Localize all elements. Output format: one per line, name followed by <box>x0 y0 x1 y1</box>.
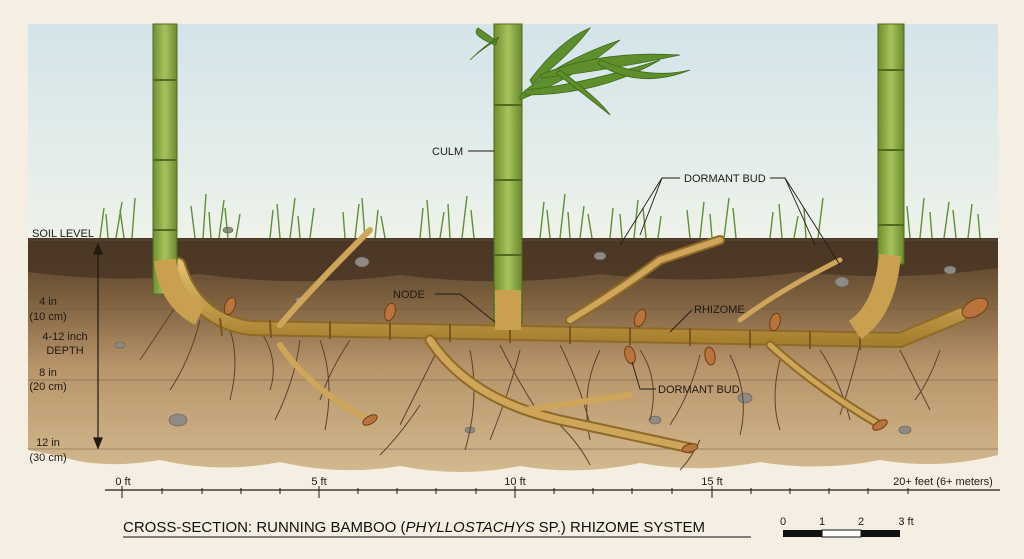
culm-label: CULM <box>432 146 463 158</box>
distance-tick-5: 5 ft <box>311 476 326 488</box>
depth-markers: 4 in (10 cm) 8 in (20 cm) 12 in (30 cm) … <box>29 296 87 464</box>
depth-range-line2: DEPTH <box>46 345 83 357</box>
scale-bar-tick-0: 0 <box>780 516 786 528</box>
distance-tick-20plus: 20+ feet (6+ meters) <box>893 476 993 488</box>
diagram-title: CROSS-SECTION: RUNNING BAMBOO (PHYLLOSTA… <box>123 519 705 536</box>
dormant-bud-label-top: DORMANT BUD <box>684 173 766 185</box>
fine-roots <box>139 299 941 471</box>
depth-marker-12in: 12 in <box>36 437 60 449</box>
distance-tick-15: 15 ft <box>701 476 722 488</box>
culm-center <box>493 23 523 330</box>
depth-marker-12in-metric: (30 cm) <box>29 452 66 464</box>
distance-scale: 0 ft 5 ft 10 ft 15 ft 20+ feet (6+ meter… <box>105 476 1000 498</box>
distance-tick-0: 0 ft <box>115 476 130 488</box>
depth-bracket <box>93 242 103 450</box>
bamboo-leaves <box>469 27 691 116</box>
distance-tick-10: 10 ft <box>504 476 525 488</box>
soil-cross-section <box>28 238 998 472</box>
culm-right <box>848 23 905 340</box>
rhizome-label: RHIZOME <box>694 304 745 316</box>
depth-range-line1: 4-12 inch <box>42 331 87 343</box>
scale-bar-tick-3ft: 3 ft <box>898 516 913 528</box>
culm-left <box>152 23 206 325</box>
grass <box>99 193 981 239</box>
depth-marker-8in: 8 in <box>39 367 57 379</box>
depth-marker-8in-metric: (20 cm) <box>29 381 66 393</box>
depth-marker-4in: 4 in <box>39 296 57 308</box>
dormant-buds <box>223 296 989 453</box>
scale-bar: 0 1 2 3 ft <box>780 516 914 538</box>
node-label: NODE <box>393 289 425 301</box>
dormant-bud-label-bottom: DORMANT BUD <box>658 384 740 396</box>
rhizome-nodes <box>219 317 861 350</box>
callout-lines <box>435 150 841 390</box>
scale-bar-tick-2: 2 <box>858 516 864 528</box>
depth-marker-4in-metric: (10 cm) <box>29 311 66 323</box>
rhizome-network <box>170 227 968 454</box>
soil-level-label: SOIL LEVEL <box>32 228 94 240</box>
scale-bar-tick-1: 1 <box>819 516 825 528</box>
